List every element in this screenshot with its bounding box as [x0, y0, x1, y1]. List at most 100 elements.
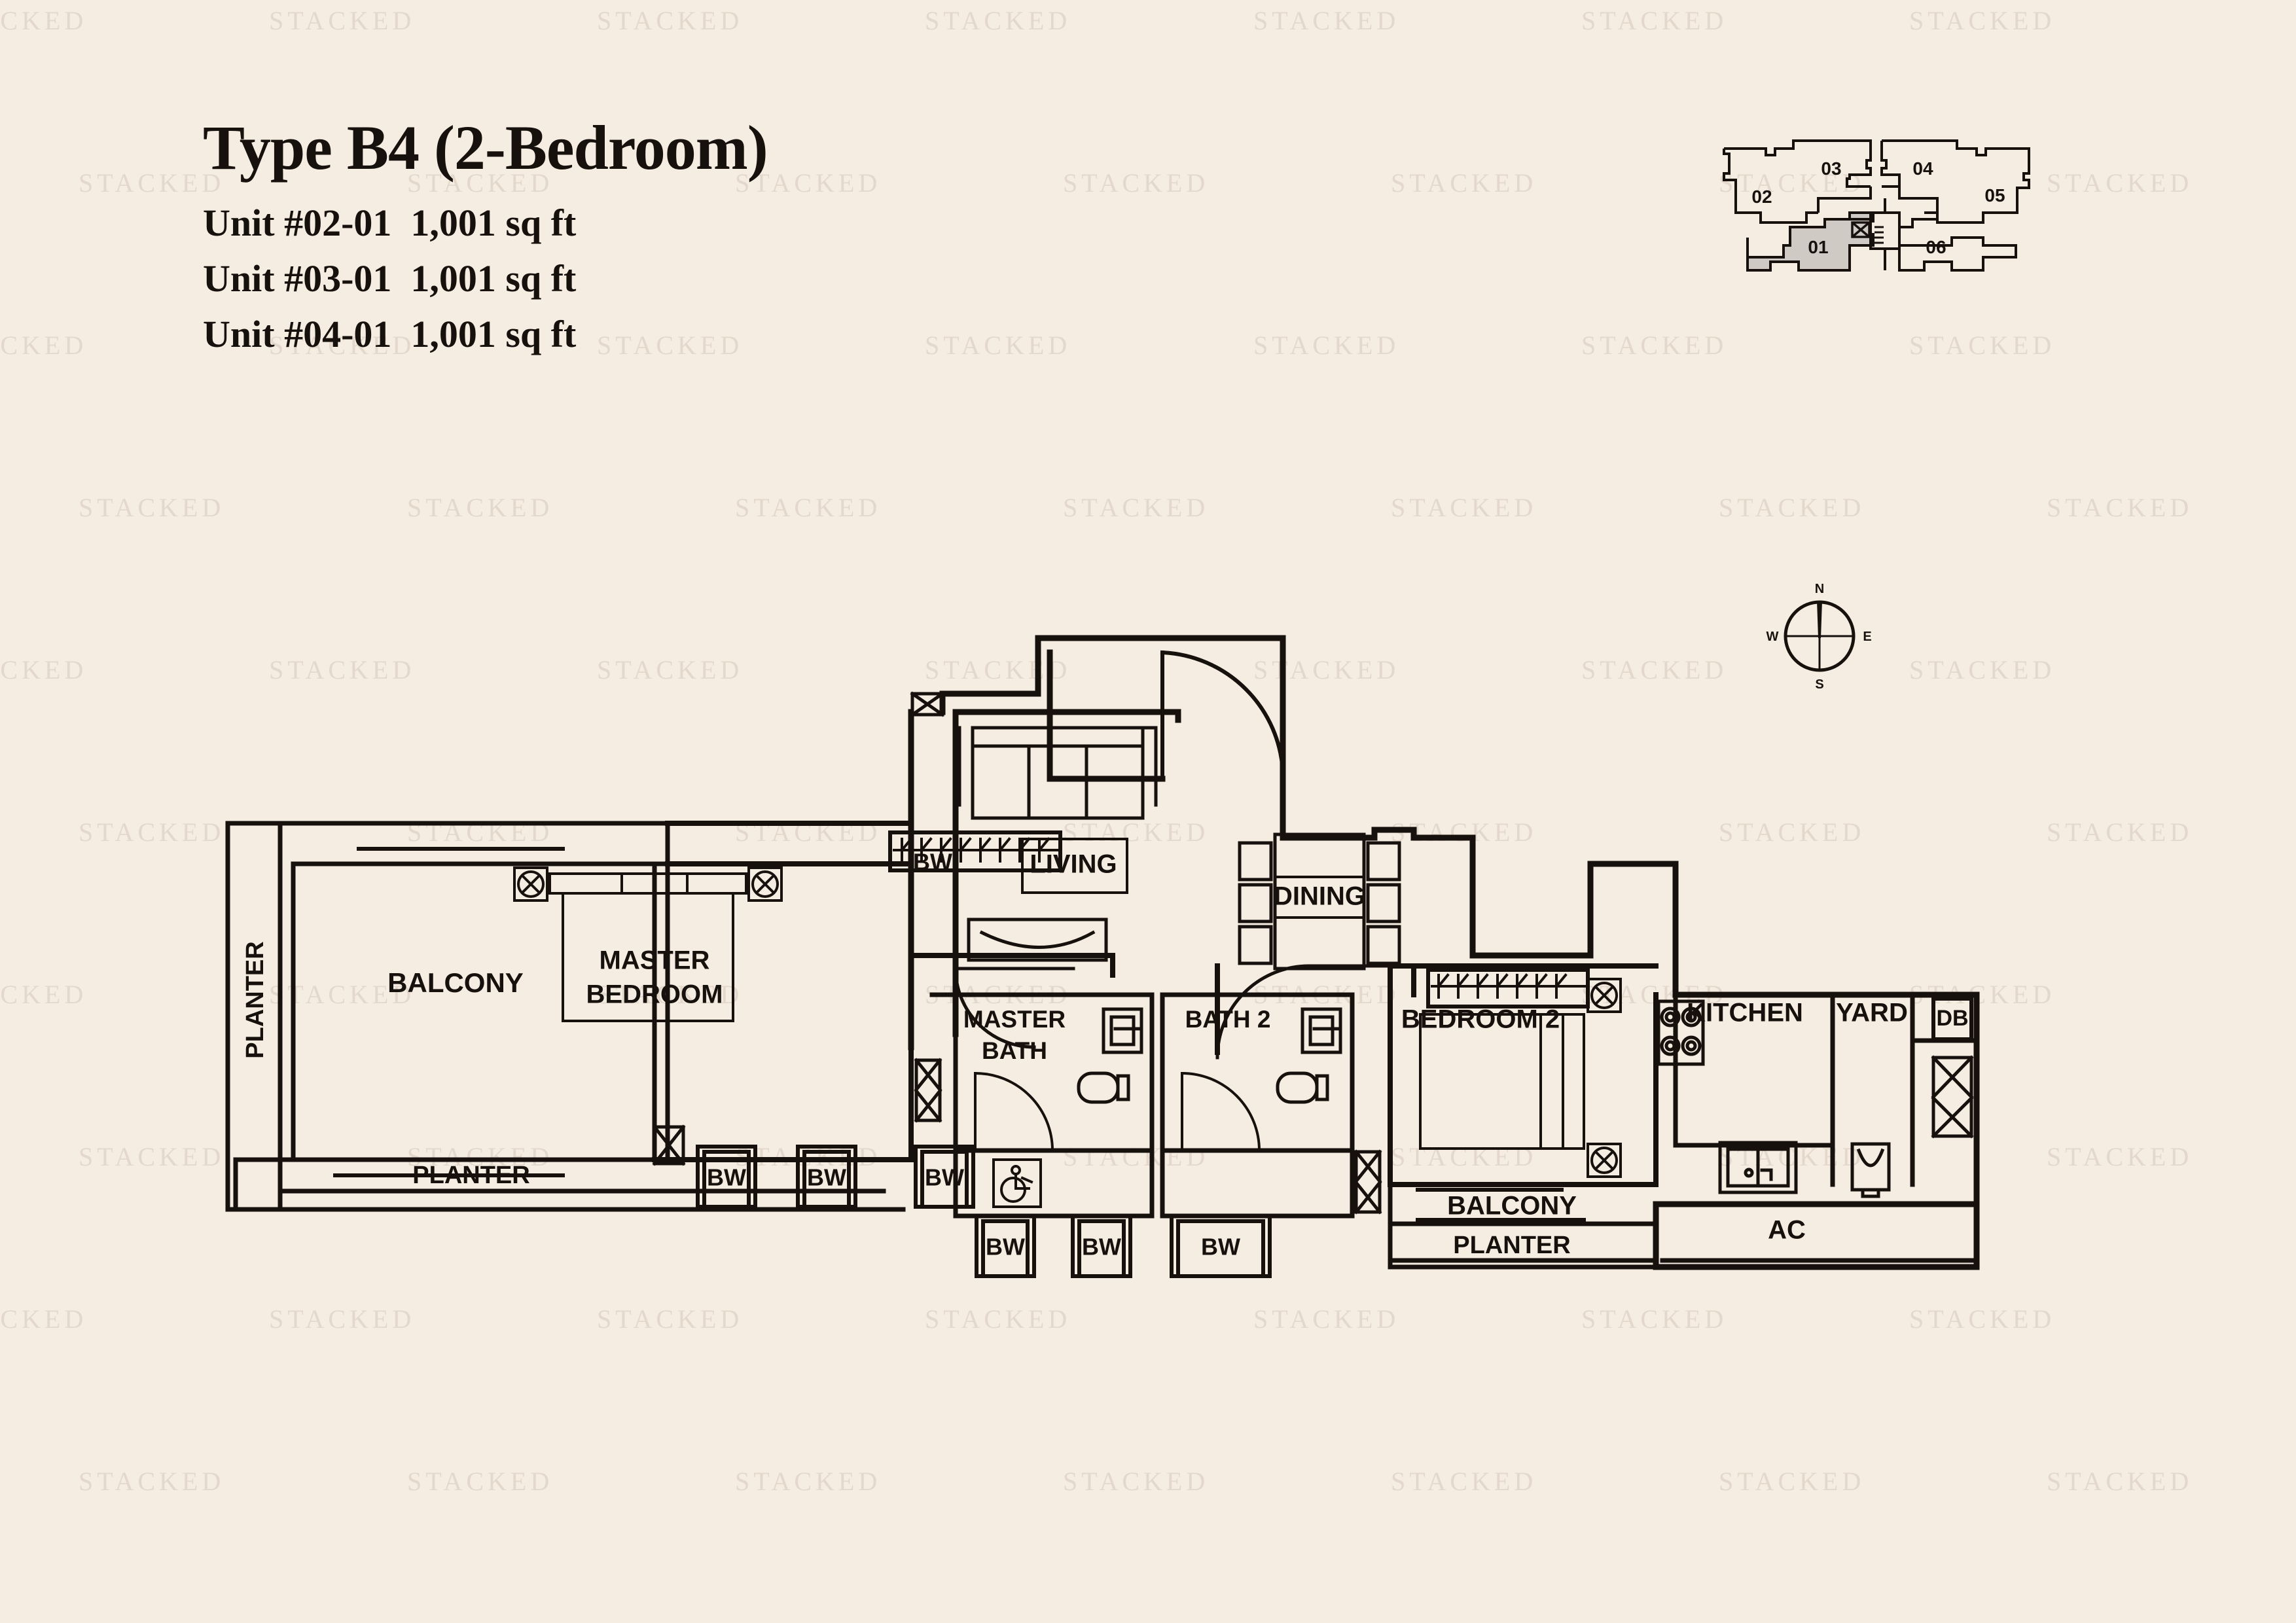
label-bath-2: BATH 2: [1185, 1006, 1271, 1033]
dining-label-box: [1274, 876, 1365, 919]
watermark-text: STACKED: [925, 6, 1071, 35]
label-balcony-left: BALCONY: [387, 967, 524, 998]
label-ac: AC: [1768, 1216, 1806, 1245]
master-bath-toilet: [1077, 1071, 1130, 1104]
bw-window-boxes: [696, 1145, 1272, 1278]
dining-chairs: [1238, 841, 1401, 965]
db-panel: [1931, 997, 1973, 1041]
balcony-right-outline: [1388, 1182, 1659, 1270]
label-kitchen: KITCHEN: [1687, 999, 1803, 1027]
label-dining: DINING: [1274, 882, 1365, 911]
key-plan: 02 03 04 05 01 06: [1721, 115, 2049, 285]
watermark-text: STACKED: [925, 330, 1071, 360]
balcony-left-outline: [225, 821, 906, 1212]
unit-line-1: Unit #02-01 1,001 sq ft: [203, 202, 577, 244]
label-bw-3: BW: [925, 1164, 964, 1191]
watermark-text: STACKED: [1391, 168, 1537, 198]
label-bw-living: BW: [913, 849, 952, 876]
keyplan-label-05: 05: [1984, 185, 2005, 205]
label-planter-bottom: PLANTER: [412, 1162, 529, 1189]
watermark-text: STACKED: [0, 1304, 88, 1334]
vent-icon: [910, 691, 945, 717]
compass-north-label: N: [1815, 582, 1824, 596]
label-master-bath-2: BATH: [982, 1037, 1047, 1064]
label-planter-vertical: PLANTER: [242, 941, 269, 1058]
yard-window: [1931, 1055, 1974, 1139]
keyplan-label-01: 01: [1808, 237, 1828, 257]
label-db: DB: [1936, 1006, 1968, 1031]
watermark-text: STACKED: [0, 655, 88, 685]
planter-sill-marks: [333, 847, 565, 1177]
watermark-text: STACKED: [0, 980, 88, 1009]
label-bw-2: BW: [807, 1164, 846, 1191]
keyplan-label-04: 04: [1912, 158, 1933, 179]
exterior-walls: [908, 635, 1980, 1270]
kitchen-hob-icon: [1657, 999, 1705, 1066]
unit-line-2: Unit #03-01 1,001 sq ft: [203, 257, 577, 300]
bath2-basin: [1300, 1007, 1342, 1054]
compass-east-label: E: [1863, 630, 1871, 644]
planter-vent-icon: [652, 1124, 686, 1166]
label-living: LIVING: [1030, 850, 1117, 879]
keyplan-label-03: 03: [1821, 158, 1841, 179]
watermark-text: STACKED: [1581, 6, 1728, 35]
keyplan-label-06: 06: [1926, 237, 1946, 257]
hall-walls: [908, 953, 1416, 1162]
entrance-door-swing: [1160, 650, 1285, 781]
bedroom2-ac-icon-bottom: [1587, 1143, 1622, 1178]
master-wardrobe: [888, 830, 1062, 872]
kitchen-sink-icon: [1718, 1141, 1798, 1194]
bath2-door-swing: [1180, 1071, 1261, 1152]
room-labels: LIVING DINING MASTER BEDROOM BALCONY MAS…: [242, 850, 1969, 1259]
yard-wc-icon: [1850, 1142, 1891, 1198]
watermark-text: STACKED: [597, 6, 744, 35]
ac-unit-icon: [513, 866, 548, 902]
compass-rose: N S E W: [1761, 576, 1878, 694]
label-planter-right: PLANTER: [1453, 1232, 1570, 1259]
keyplan-label-02: 02: [1751, 187, 1772, 207]
floor-plan-svg: LIVING DINING MASTER BEDROOM BALCONY MAS…: [225, 635, 1980, 1278]
balcony-right-sill: [1416, 1188, 1586, 1222]
label-master-bedroom-1: MASTER: [600, 946, 710, 975]
watermark-text: STACKED: [1581, 330, 1728, 360]
label-bw-5: BW: [1082, 1234, 1121, 1260]
living-sofa: [958, 726, 1158, 820]
bw-labels: BW BW BW BW BW BW BW: [707, 849, 1240, 1260]
watermark-text: STACKED: [0, 6, 88, 35]
master-wardrobe-hangers: [893, 838, 1059, 863]
bath2-window: [1354, 1149, 1382, 1215]
key-plan-svg: 02 03 04 05 01 06: [1723, 139, 2030, 272]
compass-south-label: S: [1815, 677, 1823, 692]
watermark-text: STACKED: [1909, 330, 2056, 360]
label-master-bedroom-2: BEDROOM: [586, 980, 723, 1009]
living-label-box: [1021, 838, 1128, 894]
compass-svg: N S E W: [1767, 582, 1872, 692]
master-bath-window: [914, 1058, 942, 1123]
label-yard: YARD: [1836, 999, 1908, 1027]
wheelchair-accessible-icon: [992, 1158, 1042, 1208]
bedroom2-bed: [1419, 1013, 1585, 1150]
watermark-text: STACKED: [1253, 6, 1400, 35]
label-master-bath-1: MASTER: [963, 1006, 1066, 1033]
ac-ledge-outline: [1653, 1202, 1979, 1270]
master-bed: [548, 872, 747, 1022]
watermark-text: STACKED: [0, 330, 88, 360]
plan-header: Type B4 (2-Bedroom) Unit #02-01 1,001 sq…: [203, 111, 768, 368]
label-bw-6: BW: [1201, 1234, 1240, 1260]
label-bw-4: BW: [986, 1234, 1025, 1260]
floor-plan: LIVING DINING MASTER BEDROOM BALCONY MAS…: [196, 497, 2160, 1479]
tv-console: [967, 918, 1108, 962]
bedroom2-wardrobe-hangers: [1431, 974, 1587, 999]
watermark-text: STACKED: [1909, 6, 2056, 35]
bath2-toilet: [1276, 1071, 1329, 1104]
watermark-text: STACKED: [269, 6, 416, 35]
compass-west-label: W: [1767, 630, 1779, 644]
ac-unit-icon-2: [747, 866, 783, 902]
page-title: Type B4 (2-Bedroom): [203, 113, 768, 183]
watermark-text: STACKED: [1253, 330, 1400, 360]
unit-line-3: Unit #04-01 1,001 sq ft: [203, 313, 577, 355]
watermark-text: STACKED: [1063, 168, 1210, 198]
master-bath-basin: [1102, 1007, 1143, 1054]
label-bw-1: BW: [707, 1164, 746, 1191]
watermark-text: STACKED: [2047, 168, 2193, 198]
